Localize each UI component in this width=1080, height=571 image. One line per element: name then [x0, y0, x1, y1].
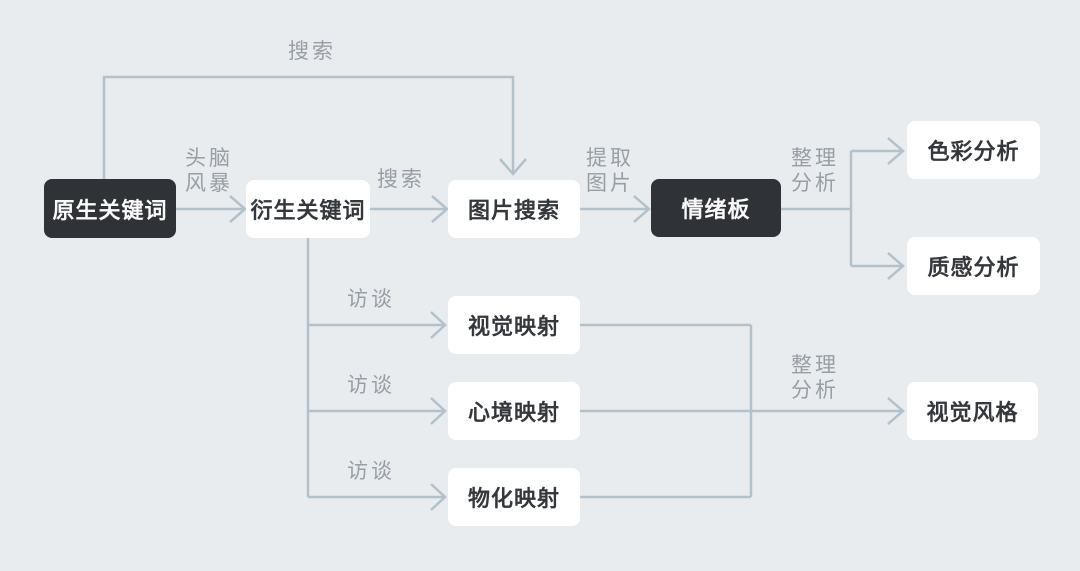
arrowhead-right-objectmapping: [430, 483, 447, 511]
edge-label-interview-3: 访谈: [347, 460, 395, 483]
edge-label-interview-1: 访谈: [347, 288, 395, 311]
edge-derived-branch: [306, 238, 444, 499]
node-image-search: 图片搜索: [448, 180, 580, 238]
node-object-mapping: 物化映射: [448, 468, 580, 526]
arrowhead-right-textureanalysis: [887, 252, 905, 280]
arrowhead-right-visualstyle: [887, 397, 905, 425]
edge-native-to-imagesearch: [102, 75, 515, 179]
node-texture-analysis: 质感分析: [907, 237, 1040, 295]
arrowhead-right-moodmapping: [430, 397, 447, 425]
edge-label-search-top: 搜索: [288, 40, 336, 63]
arrowhead-right-derived: [229, 195, 247, 223]
node-visual-mapping: 视觉映射: [448, 296, 580, 354]
edge-label-organize-top: 整理 分析: [791, 147, 839, 195]
node-visual-style: 视觉风格: [907, 382, 1038, 440]
edge-label-interview-2: 访谈: [347, 374, 395, 397]
arrowhead-right-visualmapping: [430, 311, 447, 339]
edge-label-brainstorm: 头脑 风暴: [185, 147, 233, 195]
node-native-keywords: 原生关键词: [44, 179, 176, 238]
node-derived-keywords: 衍生关键词: [246, 180, 370, 238]
edge-label-organize-bottom: 整理 分析: [791, 354, 839, 402]
arrowhead-down-imagesearch: [499, 158, 527, 176]
edge-label-extract-images: 提取 图片: [586, 147, 634, 195]
edge-moodboard-branch: [781, 149, 902, 268]
node-mood-mapping: 心境映射: [448, 382, 580, 440]
edge-mappings-collector: [580, 323, 902, 499]
edge-label-search-mid: 搜索: [377, 168, 425, 191]
arrowhead-right-imagesearch: [431, 195, 449, 223]
node-mood-board: 情绪板: [651, 179, 781, 237]
arrowhead-right-moodboard: [633, 195, 651, 223]
arrowhead-right-coloranalysis: [887, 137, 905, 165]
node-color-analysis: 色彩分析: [907, 121, 1040, 179]
